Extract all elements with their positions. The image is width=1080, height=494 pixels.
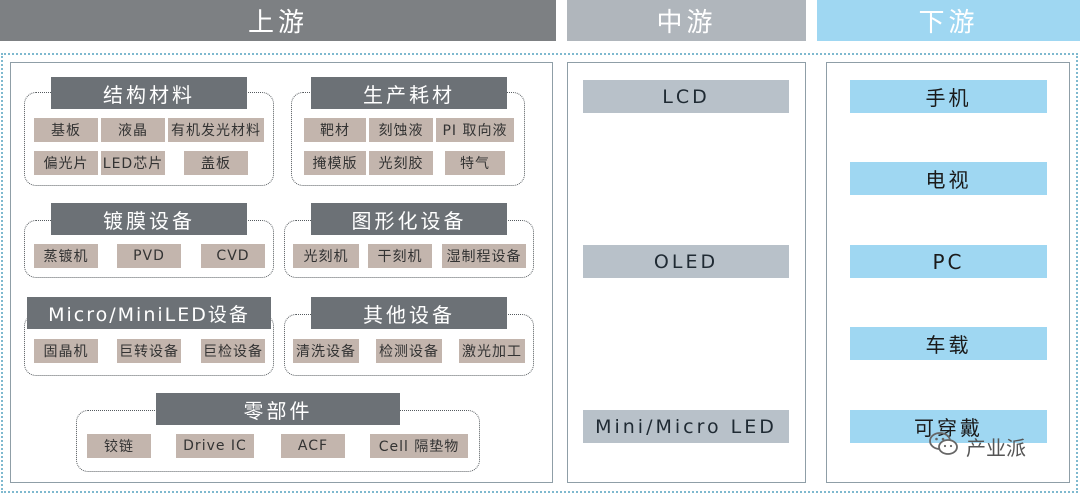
group-parts-title: 零部件 (156, 393, 400, 425)
item-dry-etcher: 干刻机 (368, 244, 432, 268)
down-item-vehicle: 车载 (850, 327, 1047, 360)
group-structural-title: 结构材料 (51, 77, 247, 109)
mid-item-mini-micro-led: Mini/Micro LED (583, 410, 789, 443)
watermark-text: 产业派 (966, 435, 1026, 460)
item-die-bonder: 固晶机 (34, 339, 98, 363)
item-evaporator: 蒸镀机 (34, 244, 98, 268)
item-inspection: 检测设备 (376, 339, 442, 363)
down-item-tv: 电视 (850, 162, 1047, 195)
item-special-gas: 特气 (445, 151, 505, 175)
group-coating-title: 镀膜设备 (51, 203, 247, 235)
group-microled-title: Micro/MiniLED设备 (27, 297, 271, 329)
chain-outer-border (1, 53, 1078, 493)
item-cleaning: 清洗设备 (293, 339, 359, 363)
item-drive-ic: Drive IC (176, 434, 254, 458)
mid-item-oled: OLED (583, 245, 789, 278)
item-pvd: PVD (117, 244, 181, 268)
item-photoresist: 光刻胶 (369, 151, 433, 175)
group-patterning-title: 图形化设备 (311, 203, 507, 235)
upstream-header: 上游 (0, 0, 556, 41)
item-laser: 激光加工 (459, 339, 525, 363)
item-mass-transfer: 巨转设备 (117, 339, 181, 363)
group-consumables-title: 生产耗材 (311, 77, 507, 109)
item-cover-plate: 盖板 (184, 151, 248, 175)
midstream-header: 中游 (567, 0, 806, 41)
watermark: 产业派 (928, 428, 1026, 464)
item-organic-emitter: 有机发光材料 (168, 118, 264, 142)
item-acf: ACF (281, 434, 345, 458)
mid-item-lcd: LCD (583, 80, 789, 113)
item-etchant: 刻蚀液 (369, 118, 433, 142)
item-target: 靶材 (304, 118, 366, 142)
item-liquid-crystal: 液晶 (101, 118, 165, 142)
wechat-icon (928, 430, 960, 463)
item-cell-spacer: Cell 隔垫物 (370, 434, 468, 458)
item-mass-inspection: 巨检设备 (201, 339, 265, 363)
downstream-header: 下游 (817, 0, 1080, 41)
down-item-phone: 手机 (850, 80, 1047, 113)
item-hinge: 铰链 (87, 434, 151, 458)
item-cvd: CVD (201, 244, 265, 268)
item-polarizer: 偏光片 (34, 151, 98, 175)
item-lithography: 光刻机 (293, 244, 359, 268)
item-pi-alignment: PI 取向液 (436, 118, 514, 142)
group-other-title: 其他设备 (311, 297, 507, 329)
item-wet-process: 湿制程设备 (442, 244, 526, 268)
item-photomask: 掩模版 (304, 151, 366, 175)
down-item-pc: PC (850, 245, 1047, 278)
item-substrate: 基板 (34, 118, 98, 142)
item-led-chip: LED芯片 (101, 151, 165, 175)
